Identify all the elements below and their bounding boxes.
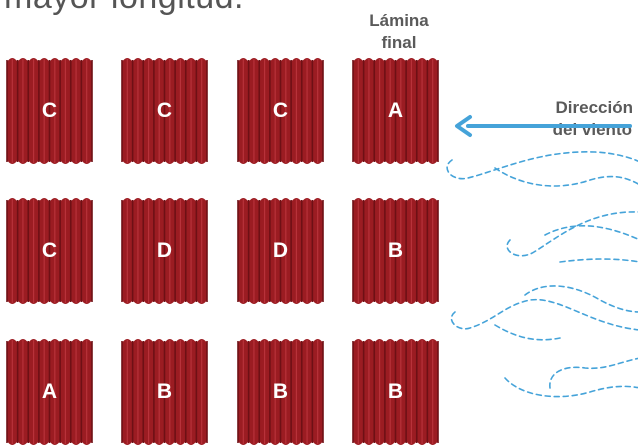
final-sheet-label-line1: Lámina (369, 11, 429, 30)
final-sheet-label: Lámina final (358, 10, 440, 54)
sheet-letter: C (273, 99, 288, 122)
sheet-letter: C (42, 99, 57, 122)
sheet-letter: A (388, 99, 403, 122)
sheet-letter: B (273, 380, 288, 403)
arrow-left-icon (455, 115, 632, 137)
roof-sheet: B (121, 339, 208, 445)
roof-sheet: B (352, 339, 439, 445)
sheet-letter: C (157, 99, 172, 122)
sheet-letter: B (388, 380, 403, 403)
roof-sheet: A (352, 58, 439, 164)
sheet-letter: B (388, 239, 403, 262)
wind-direction-label-line1: Dirección (555, 98, 633, 117)
roof-sheet: B (352, 198, 439, 304)
roof-sheet: C (6, 58, 93, 164)
wind-swirl-icon (446, 151, 638, 398)
sheet-grid: C C C A C D D B A B B B (6, 58, 439, 445)
roof-sheet: D (121, 198, 208, 304)
roof-sheet: C (6, 198, 93, 304)
roof-sheet: B (237, 339, 324, 445)
sheet-letter: C (42, 239, 57, 262)
sheet-letter: B (157, 380, 172, 403)
final-sheet-label-line2: final (381, 33, 417, 52)
roof-sheet: C (121, 58, 208, 164)
roof-sheet: C (237, 58, 324, 164)
sheet-letter: D (157, 239, 172, 262)
roof-sheet: D (237, 198, 324, 304)
sheet-letter: A (42, 380, 57, 403)
sheet-letter: D (273, 239, 288, 262)
roof-sheet: A (6, 339, 93, 445)
intro-text: mayor longitud. (4, 0, 244, 17)
